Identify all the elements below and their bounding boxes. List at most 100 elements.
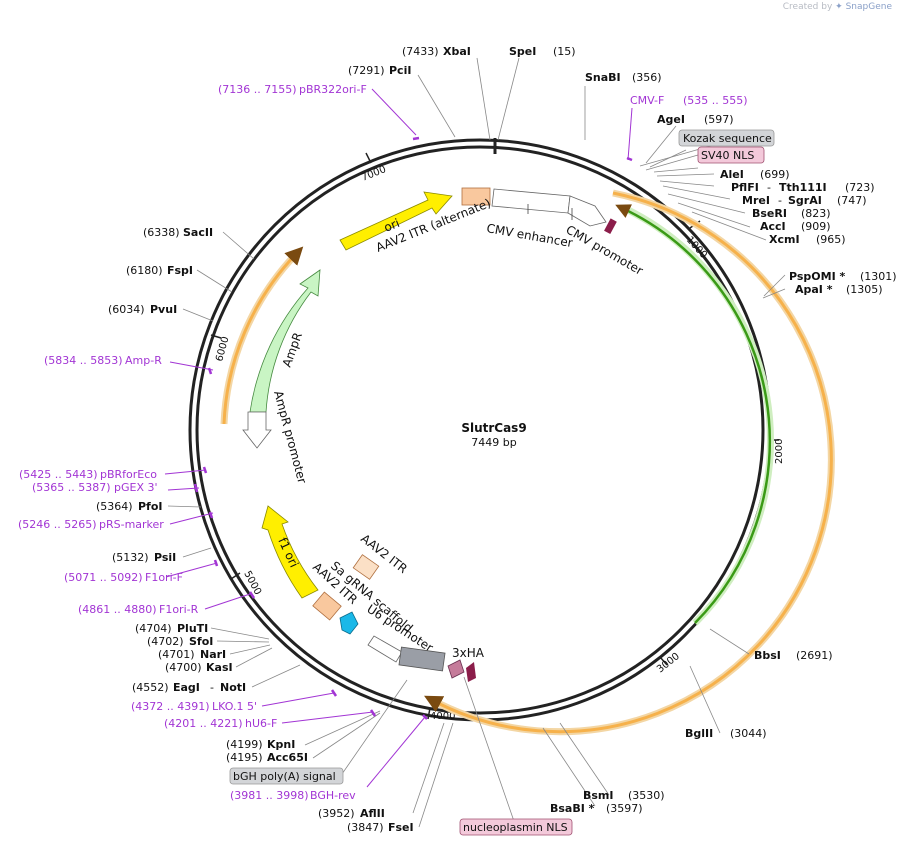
site-mrei-pos: (747)	[837, 194, 867, 207]
site-pfoi-name: PfoI	[138, 500, 163, 513]
tick-label-7000: 7000	[360, 164, 388, 184]
tick-label-5000: 5000	[241, 569, 263, 597]
site-fsei-pos: (3847)	[347, 821, 384, 834]
site-sfoi-name: SfoI	[189, 635, 213, 648]
kozak-box: Kozak sequence	[678, 129, 775, 147]
kozak-label: Kozak sequence	[683, 132, 772, 145]
ampr-arrow	[249, 269, 321, 413]
site-pspomi-name: PspOMI *	[789, 270, 846, 283]
site-fspi-name: FspI	[167, 264, 193, 277]
site-eagi-pos: (4552)	[132, 681, 169, 694]
site-apai-name: ApaI *	[795, 283, 833, 296]
plasmid-name: SlutrCas9	[461, 421, 526, 435]
site-xcmi-name: XcmI	[769, 233, 800, 246]
site-apai-pos: (1305)	[846, 283, 883, 296]
primer-ampr-name: Amp-R	[125, 354, 162, 367]
ori-label: ori	[382, 216, 402, 235]
site-pcii-pos: (7291)	[348, 64, 385, 77]
primer-pbrforeco-name: pBRforEco	[100, 468, 157, 481]
site-bsmi-name: BsmI	[583, 789, 614, 802]
primer-f1orif-name: F1ori-F	[145, 571, 183, 584]
site-acci-name: AccI	[760, 220, 786, 233]
u6-arrow-outline	[367, 635, 403, 663]
nucleoplasmin-nls-feature	[466, 662, 476, 682]
bgh-box: bGH poly(A) signal	[229, 767, 344, 785]
site-eagi-sep: -	[210, 681, 214, 694]
site-leader-lines	[167, 57, 786, 828]
site-snabi-pos: (356)	[632, 71, 662, 84]
site-alei-name: AleI	[720, 168, 744, 181]
site-kpni-name: KpnI	[267, 738, 295, 751]
tick-label-6000: 6000	[214, 335, 231, 362]
site-spei-pos: (15)	[553, 45, 576, 58]
3xha-label: 3xHA	[452, 646, 485, 660]
primer-ampr-range: (5834 .. 5853)	[44, 354, 123, 367]
cmv-enhancer-arrow	[491, 188, 571, 214]
sv40-track	[615, 204, 772, 624]
site-kasi-pos: (4700)	[165, 661, 202, 674]
primer-bghrev-range: (3981 .. 3998)	[230, 789, 309, 802]
primer-leader-lines	[164, 88, 633, 788]
primer-lko15-name: LKO.1 5'	[212, 700, 257, 713]
site-sacii-pos: (6338)	[143, 226, 180, 239]
tick-label-4000: 4000	[430, 711, 455, 722]
nucleoplasmin-box: nucleoplasmin NLS	[459, 818, 573, 836]
site-fsei-name: FseI	[388, 821, 414, 834]
cas9-cds-track	[424, 191, 833, 734]
site-eagi-name: EagI	[173, 681, 200, 694]
bgh-polya-feature	[398, 646, 446, 672]
site-bsmi-pos: (3530)	[628, 789, 665, 802]
site-pflfi-name: PflFI	[731, 181, 759, 194]
tick-label-3000: 3000	[655, 651, 682, 675]
aav2-itr-alt-box	[461, 187, 491, 206]
site-bsabi-pos: (3597)	[606, 802, 643, 815]
snapgene-logo-icon: ✦	[835, 2, 843, 12]
aav2-itr-box	[352, 554, 380, 580]
site-agei-pos: (597)	[704, 113, 734, 126]
site-mrei-sep: -	[778, 194, 782, 207]
site-sacii-name: SacII	[183, 226, 213, 239]
primer-pbr322ori-range: (7136 .. 7155)	[218, 83, 297, 96]
site-pvui-pos: (6034)	[108, 303, 145, 316]
u6-promoter-arrow	[339, 611, 359, 635]
site-bsabi-name: BsaBI *	[550, 802, 595, 815]
ampr-promoter-arrow	[242, 411, 272, 449]
site-snabi-name: SnaBI	[585, 71, 621, 84]
site-sgrai-name: SgrAI	[788, 194, 822, 207]
site-sfoi-pos: (4702)	[147, 635, 184, 648]
site-xbai-name: XbaI	[443, 45, 471, 58]
site-bbsi-name: BbsI	[754, 649, 781, 662]
cmv-promoter-arrow	[567, 195, 607, 227]
aav2-itr-2-box	[312, 591, 342, 621]
site-pspomi-pos: (1301)	[860, 270, 897, 283]
site-alei-pos: (699)	[760, 168, 790, 181]
site-spei-name: SpeI	[509, 45, 536, 58]
site-mrei-name: MreI	[742, 194, 770, 207]
site-psii-name: PsiI	[154, 551, 176, 564]
primer-hu6f-range: (4201 .. 4221)	[164, 717, 243, 730]
primer-pbr322ori-name: pBR322ori-F	[299, 83, 367, 96]
primer-hu6f-name: hU6-F	[245, 717, 277, 730]
primer-pgex3-name: pGEX 3'	[114, 481, 158, 494]
f1-ori-arrow	[261, 505, 319, 599]
site-psii-pos: (5132)	[112, 551, 149, 564]
site-bseri-pos: (823)	[801, 207, 831, 220]
site-kpni-pos: (4199)	[226, 738, 263, 751]
tick-label-2000: 2000	[774, 439, 785, 464]
primer-prsmarker-range: (5246 .. 5265)	[18, 518, 97, 531]
primer-prsmarker-name: pRS-marker	[99, 518, 164, 531]
site-acci-pos: (909)	[801, 220, 831, 233]
credit-brand: SnapGene	[845, 2, 892, 12]
site-noti-name: NotI	[220, 681, 246, 694]
site-acc65i-name: Acc65I	[267, 751, 308, 764]
sv40-nls-feature	[604, 218, 617, 235]
site-kasi-name: KasI	[206, 661, 233, 674]
nucleoplasmin-label: nucleoplasmin NLS	[463, 821, 568, 834]
primer-lko15-range: (4372 .. 4391)	[131, 700, 210, 713]
site-pflfi-pos: (723)	[845, 181, 875, 194]
site-tth111i-name: Tth111I	[779, 181, 827, 194]
site-pvui-name: PvuI	[150, 303, 177, 316]
site-pluti-pos: (4704)	[135, 622, 172, 635]
bgh-label: bGH poly(A) signal	[233, 770, 336, 783]
